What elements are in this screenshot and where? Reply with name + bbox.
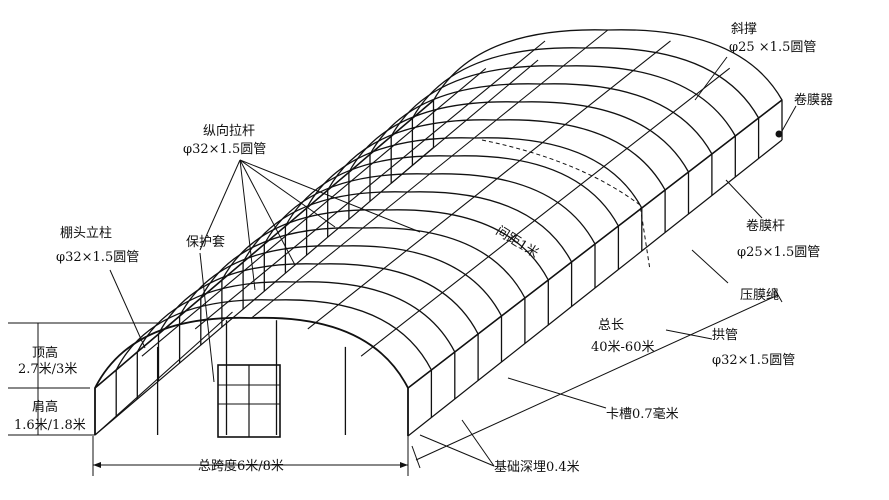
purlin bbox=[251, 29, 609, 319]
dashed-line bbox=[481, 139, 651, 271]
purlin bbox=[360, 67, 731, 357]
roll-film-bar bbox=[407, 99, 783, 389]
purlin bbox=[194, 40, 546, 330]
label-xiecheng-spec: φ25 ×1.5圆管 bbox=[729, 40, 816, 55]
label-dinggao-title: 顶高 bbox=[32, 345, 58, 361]
label-jianju: 间距1米 bbox=[493, 224, 541, 262]
label-pengtou-spec: φ32×1.5圆管 bbox=[56, 250, 139, 265]
label-juanmogan-spec: φ25×1.5圆管 bbox=[737, 245, 820, 260]
label-baohutao: 保护套 bbox=[186, 234, 225, 250]
dimension-lines bbox=[8, 287, 783, 476]
roll-film-bar bbox=[94, 99, 435, 389]
dimension-arrows bbox=[93, 462, 408, 468]
label-jiangao-title: 肩高 bbox=[32, 399, 58, 415]
label-pengtou-title: 棚头立柱 bbox=[60, 226, 112, 241]
label-gongguan-spec: φ32×1.5圆管 bbox=[712, 353, 795, 368]
label-kacao: 卡槽0.7毫米 bbox=[606, 406, 679, 422]
base-line bbox=[407, 139, 783, 437]
label-juanmogan-title: 卷膜杆 bbox=[746, 218, 785, 234]
label-gongguan-title: 拱管 bbox=[712, 328, 738, 343]
label-yamosheng: 压膜绳 bbox=[740, 288, 779, 303]
label-zongxiang-title: 纵向拉杆 bbox=[203, 123, 255, 139]
label-juanmoqi: 卷膜器 bbox=[794, 92, 833, 108]
base-line bbox=[94, 146, 434, 436]
label-zongchang-value: 40米-60米 bbox=[591, 340, 654, 355]
label-jichu: 基础深埋0.4米 bbox=[494, 460, 580, 475]
leader-lines bbox=[109, 56, 797, 467]
door bbox=[217, 364, 281, 438]
labels: 斜撑 φ25 ×1.5圆管 卷膜器 纵向拉杆 φ32×1.5圆管 卷膜杆 φ25… bbox=[14, 22, 833, 475]
label-xiecheng-title: 斜撑 bbox=[731, 22, 757, 37]
label-jiangao-value: 1.6米/1.8米 bbox=[14, 418, 86, 433]
label-dinggao-value: 2.7米/3米 bbox=[18, 362, 77, 377]
diagonal-brace bbox=[390, 59, 539, 184]
label-zongchang-title: 总长 bbox=[598, 318, 624, 333]
diagonal-brace bbox=[94, 311, 233, 436]
label-zongxiang-spec: φ32×1.5圆管 bbox=[183, 142, 266, 157]
label-zongkuadu: 总跨度6米/8米 bbox=[198, 458, 284, 474]
greenhouse-frame bbox=[94, 29, 783, 437]
purlin bbox=[307, 40, 671, 330]
roller-device-icon bbox=[775, 130, 783, 138]
